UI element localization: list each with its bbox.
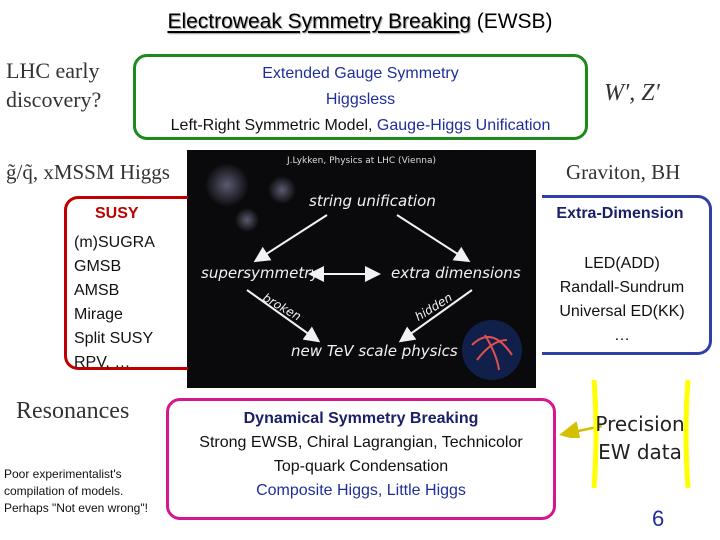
- extra-dimension-item: LED(ADD): [584, 255, 660, 272]
- dynamical-line-4: Composite Higgs, Little Higgs: [256, 482, 466, 499]
- resonances-label: Resonances: [16, 398, 130, 424]
- galaxy-blob: [235, 208, 259, 232]
- gauge-line-2: Higgsless: [325, 91, 396, 108]
- dynamical-line-3: Top-quark Condensation: [273, 458, 449, 475]
- page-number: 6: [652, 506, 665, 531]
- arrow-extra-to-tev: [398, 289, 473, 343]
- string-unification-text: string unification: [309, 192, 436, 210]
- dynamical-symmetry-box: Dynamical Symmetry Breaking Strong EWSB,…: [166, 398, 556, 520]
- precision-line-1: Precision: [595, 412, 685, 436]
- galaxy-blob: [205, 163, 249, 207]
- galaxy-blob: [268, 176, 296, 204]
- yellow-bracket: [591, 379, 691, 489]
- precision-ew-box: Precision EW data: [584, 372, 696, 496]
- gluino-label: g̃/q̃, xMSSM Higgs: [6, 160, 170, 184]
- physics-diagram-image: J.Lykken, Physics at LHC (Vienna) string…: [187, 150, 536, 388]
- slide-title: Electroweak Symmetry Breaking (EWSB): [0, 10, 720, 34]
- extra-dimension-item: Randall-Sundrum: [559, 279, 685, 296]
- extra-dimension-item: …: [614, 327, 630, 344]
- extra-dimension-list: LED(ADD) Randall-Sundrum Universal ED(KK…: [542, 252, 702, 348]
- arrow-susy-to-tev: [246, 289, 321, 343]
- photo-credit: J.Lykken, Physics at LHC (Vienna): [286, 156, 436, 166]
- new-tev-text: new TeV scale physics: [291, 342, 458, 360]
- extra-dimension-box: Extra-Dimension LED(ADD) Randall-Sundrum…: [542, 195, 712, 355]
- slide-title-main: Electroweak Symmetry Breaking: [167, 10, 471, 33]
- extra-dimension-title: Extra-Dimension: [556, 205, 684, 222]
- arrow-string-to-susy: [253, 214, 328, 263]
- susy-box: SUSY (m)SUGRA GMSB AMSB Mirage Split SUS…: [64, 196, 188, 371]
- precision-line-2: EW data: [598, 440, 682, 464]
- dynamical-title: Dynamical Symmetry Breaking: [243, 410, 479, 427]
- experimentalist-note: Poor experimentalist's compilation of mo…: [4, 467, 148, 515]
- susy-list: (m)SUGRA GMSB AMSB Mirage Split SUSY RPV…: [74, 231, 155, 375]
- gauge-line-3b: Gauge-Higgs Unification: [376, 117, 551, 134]
- gauge-line-3a: Left-Right Symmetric Model,: [170, 117, 377, 134]
- susy-item: Split SUSY: [74, 330, 154, 347]
- susy-item: AMSB: [74, 282, 120, 299]
- slide-title-suffix: (EWSB): [470, 10, 553, 33]
- diagram-arrows: [205, 163, 522, 380]
- susy-item: RPV, …: [74, 354, 131, 371]
- supersymmetry-text: supersymmetry: [201, 264, 320, 282]
- extra-dimensions-text: extra dimensions: [391, 264, 521, 282]
- arrow-string-to-extra: [396, 214, 471, 263]
- graviton-label: Graviton, BH: [566, 160, 681, 184]
- susy-item: Mirage: [74, 306, 123, 323]
- collision-tracks: [471, 334, 513, 371]
- susy-title: SUSY: [95, 205, 139, 222]
- wz-label: W′, Z′: [604, 80, 660, 106]
- susy-item: (m)SUGRA: [74, 234, 155, 251]
- susy-item: GMSB: [74, 258, 122, 275]
- lhc-discovery-label: LHC early discovery?: [6, 58, 102, 112]
- gauge-line-1: Extended Gauge Symmetry: [262, 65, 459, 82]
- extra-dimension-item: Universal ED(KK): [559, 303, 685, 320]
- dynamical-line-2: Strong EWSB, Chiral Lagrangian, Technico…: [199, 434, 523, 451]
- gauge-symmetry-box: Extended Gauge Symmetry Higgsless Left-R…: [133, 54, 588, 140]
